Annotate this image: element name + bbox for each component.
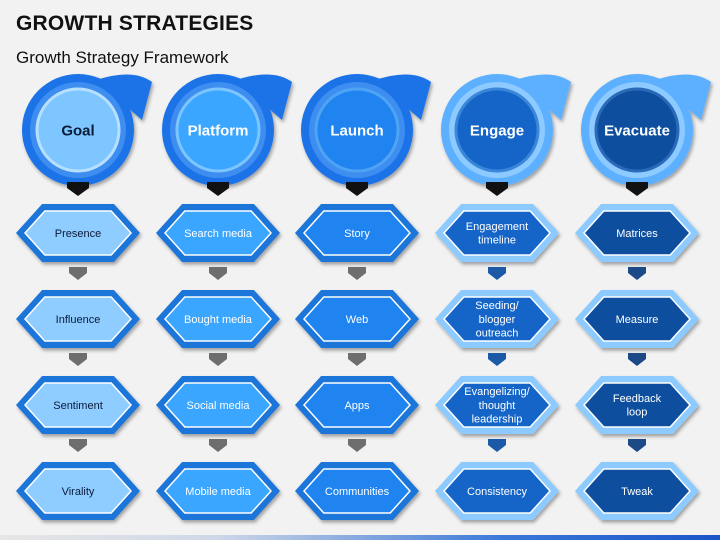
- down-arrow-icon: [69, 353, 87, 366]
- step-label: Social media: [187, 400, 251, 412]
- down-arrow-icon: [348, 439, 366, 452]
- down-arrow-icon: [209, 439, 227, 452]
- step-label: Communities: [325, 486, 390, 498]
- step-label: Sentiment: [53, 400, 103, 412]
- strategy-step: Presence: [16, 204, 140, 262]
- slide-title: GROWTH STRATEGIES: [16, 12, 254, 35]
- chevron-down-icon: [346, 182, 368, 196]
- down-arrow-icon: [348, 267, 366, 280]
- down-arrow-icon: [628, 439, 646, 452]
- step-label: Web: [346, 314, 368, 326]
- step-label: Bought media: [184, 314, 253, 326]
- down-arrow-icon: [488, 267, 506, 280]
- down-arrow-icon: [209, 267, 227, 280]
- down-arrow-icon: [69, 439, 87, 452]
- down-arrow-icon: [628, 267, 646, 280]
- column-heading: Platform: [188, 122, 249, 139]
- down-arrow-icon: [628, 353, 646, 366]
- strategy-step: Search media: [156, 204, 280, 262]
- strategy-step: Bought media: [156, 290, 280, 348]
- strategy-step: Tweak: [575, 462, 699, 520]
- strategy-step: Communities: [295, 462, 419, 520]
- step-label: Measure: [616, 314, 659, 326]
- strategy-step: Mobile media: [156, 462, 280, 520]
- chevron-down-icon: [207, 182, 229, 196]
- heading-circle: [35, 87, 121, 173]
- chevron-down-icon: [626, 182, 648, 196]
- strategy-step: Virality: [16, 462, 140, 520]
- chevron-down-icon: [486, 182, 508, 196]
- heading-circle: [594, 87, 680, 173]
- step-label: Tweak: [621, 486, 653, 498]
- column-heading: Launch: [330, 122, 383, 139]
- slide-subtitle: Growth Strategy Framework: [16, 48, 229, 67]
- step-label: Presence: [55, 228, 101, 240]
- strategy-step: Social media: [156, 376, 280, 434]
- bottom-accent-bar: [0, 535, 720, 540]
- heading-circle: [454, 87, 540, 173]
- step-label: Consistency: [467, 486, 527, 498]
- step-label: Story: [344, 228, 370, 240]
- strategy-step: Consistency: [435, 462, 559, 520]
- strategy-step: Matrices: [575, 204, 699, 262]
- down-arrow-icon: [488, 353, 506, 366]
- heading-circle: [175, 87, 261, 173]
- down-arrow-icon: [209, 353, 227, 366]
- heading-circle: [314, 87, 400, 173]
- column-heading: Engage: [470, 122, 524, 139]
- strategy-step: Story: [295, 204, 419, 262]
- chevron-down-icon: [67, 182, 89, 196]
- strategy-step: Apps: [295, 376, 419, 434]
- step-label: Virality: [62, 486, 95, 498]
- down-arrow-icon: [488, 439, 506, 452]
- step-label: Influence: [56, 314, 101, 326]
- strategy-step: Influence: [16, 290, 140, 348]
- strategy-step: Sentiment: [16, 376, 140, 434]
- down-arrow-icon: [69, 267, 87, 280]
- step-label: Matrices: [616, 228, 658, 240]
- strategy-step: Web: [295, 290, 419, 348]
- step-label: Mobile media: [185, 486, 251, 498]
- strategy-step: Measure: [575, 290, 699, 348]
- step-label: Search media: [184, 228, 253, 240]
- step-label: Apps: [344, 400, 370, 412]
- down-arrow-icon: [348, 353, 366, 366]
- column-heading: Evacuate: [604, 122, 670, 139]
- column-heading: Goal: [61, 122, 94, 139]
